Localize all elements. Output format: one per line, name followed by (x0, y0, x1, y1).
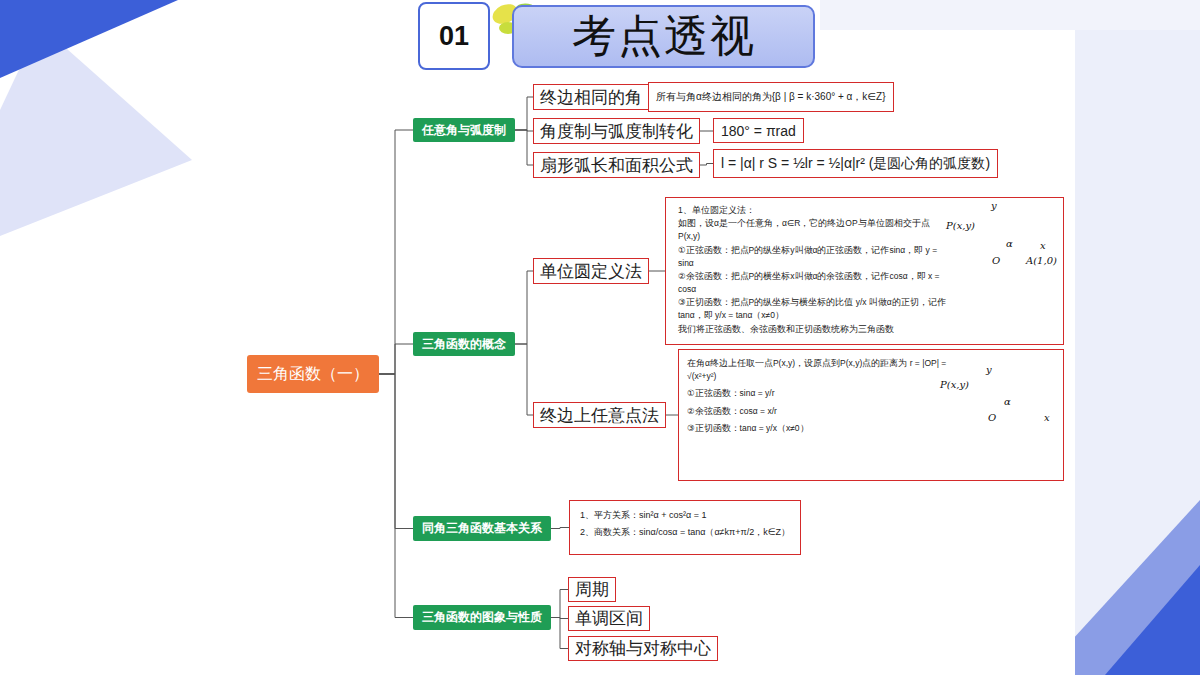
figure-label: x (1040, 241, 1046, 251)
figure-label: α (1004, 397, 1011, 407)
node-text: 扇形弧长和面积公式 (540, 154, 693, 177)
node-text: ①正弦函数：sinα = y/r (687, 387, 959, 400)
node-text: 所有与角α终边相同的角为{β | β = k·360° + α，k∈Z} (656, 90, 886, 104)
tree-connector (379, 130, 413, 374)
branch-box: 三角函数的概念 (413, 332, 515, 356)
branch-box: 同角三角函数基本关系 (413, 516, 551, 541)
connector-line (379, 130, 413, 374)
branch-box: 三角函数的图象与性质 (413, 605, 551, 630)
deco-triangle (1105, 565, 1200, 675)
node-text: 角度制与弧度制转化 (540, 120, 693, 143)
formula-box: 1、平方关系：sin²α + cos²α = 12、商数关系：sinα/cosα… (569, 500, 801, 555)
node-text: 01 (439, 21, 469, 52)
tree-connector (551, 528, 569, 529)
node-text: 终边上任意点法 (540, 404, 659, 427)
connector-line (551, 528, 569, 529)
connector-line (666, 415, 678, 416)
connector-line (649, 271, 665, 272)
connector-line (379, 374, 413, 618)
definition-box: 在角α终边上任取一点P(x,y)，设原点到P(x,y)点的距离为 r = |OP… (678, 349, 1064, 481)
connector-line (515, 271, 533, 344)
topic-box: 周期 (568, 577, 616, 602)
detail-box: 180° = πrad (713, 118, 804, 143)
tree-connector (379, 374, 413, 529)
node-text: 单调区间 (575, 607, 643, 630)
node-text: 180° = πrad (721, 123, 796, 139)
connector-line (515, 97, 533, 130)
node-text: ③正切函数：把点P的纵坐标与横坐标的比值 y/x 叫做α的正切，记作tanα，即… (678, 296, 950, 322)
node-text: 同角三角函数基本关系 (422, 520, 542, 537)
node-text: 对称轴与对称中心 (575, 637, 711, 660)
connector-line (515, 130, 533, 165)
detail-box: 所有与角α终边相同的角为{β | β = k·360° + α，k∈Z} (648, 82, 894, 112)
connector-line (551, 618, 568, 649)
node-text: 1、单位圆定义法： (678, 204, 950, 217)
node-text: 在角α终边上任取一点P(x,y)，设原点到P(x,y)点的距离为 r = |OP… (687, 357, 959, 383)
node-text: ②余弦函数：cosα = x/r (687, 405, 959, 418)
node-text: ③正切函数：tanα = y/x（x≠0） (687, 422, 959, 435)
node-text: ①正弦函数：把点P的纵坐标y叫做α的正弦函数，记作sinα，即 y = sinα (678, 244, 950, 270)
topic-box: 终边上任意点法 (533, 402, 666, 428)
tree-connector (515, 97, 533, 130)
tree-connector (700, 131, 713, 132)
connector-line (700, 131, 713, 132)
deco-band (820, 0, 1200, 30)
figure-label: α (1006, 239, 1013, 249)
definition-box: 1、单位圆定义法：如图，设α是一个任意角，α∈R，它的终边OP与单位圆相交于点P… (665, 197, 1064, 345)
figure-label: y (986, 365, 992, 375)
figure-label: y (991, 201, 997, 211)
topic-box: 单调区间 (568, 606, 650, 631)
node-text: 周期 (575, 578, 609, 601)
tree-connector (379, 374, 413, 618)
topic-box: 单位圆定义法 (533, 258, 649, 284)
node-text: 考点透视 (572, 7, 756, 66)
topic-box: 角度制与弧度制转化 (533, 118, 700, 144)
figure-label: O (988, 413, 996, 423)
deco-triangle (0, 0, 178, 78)
content-panel (395, 75, 1075, 675)
topic-box: 对称轴与对称中心 (568, 636, 718, 661)
title-bar: 考点透视 (512, 5, 815, 68)
number-badge: 01 (418, 2, 490, 70)
tree-connector (515, 344, 533, 415)
node-text: 如图，设α是一个任意角，α∈R，它的终边OP与单位圆相交于点P(x,y) (678, 217, 950, 243)
topic-box: 终边相同的角 (533, 84, 649, 110)
tree-connector (649, 271, 665, 272)
branch-box: 任意角与弧度制 (413, 118, 515, 142)
node-text: 终边相同的角 (540, 86, 642, 109)
node-text: l = |α| r S = ½lr = ½|α|r² (是圆心角的弧度数) (721, 155, 990, 173)
node-text: 任意角与弧度制 (422, 122, 506, 139)
figure-label: P(x,y) (940, 380, 969, 390)
figure-label: O (992, 256, 1000, 266)
tree-connector (551, 618, 568, 649)
node-text: 单位圆定义法 (540, 260, 642, 283)
tree-connector (551, 590, 568, 618)
connector-line (379, 344, 413, 374)
tree-connector (666, 415, 678, 416)
figure-label: A(1,0) (1026, 256, 1057, 266)
node-text: 三角函数的概念 (422, 336, 506, 353)
connector-line (379, 374, 413, 529)
tree-connector (515, 271, 533, 344)
root-box: 三角函数（一） (247, 355, 379, 393)
node-text: ②余弦函数：把点P的横坐标x叫做α的余弦函数，记作cosα，即 x = cosα (678, 270, 950, 296)
connector-line (700, 164, 713, 166)
figure-label: x (1044, 413, 1050, 423)
tree-connector (515, 130, 533, 165)
connector-line (551, 590, 568, 618)
detail-box: l = |α| r S = ½lr = ½|α|r² (是圆心角的弧度数) (713, 149, 998, 178)
figure-label: P(x,y) (946, 221, 975, 231)
tree-connector (700, 164, 713, 166)
node-text: 我们将正弦函数、余弦函数和正切函数统称为三角函数 (678, 323, 950, 336)
node-text: 三角函数（一） (257, 364, 369, 385)
topic-box: 扇形弧长和面积公式 (533, 152, 700, 178)
connector-line (515, 344, 533, 415)
node-text: 1、平方关系：sin²α + cos²α = 1 (580, 507, 790, 524)
tree-connector (379, 344, 413, 374)
node-text: 2、商数关系：sinα/cosα = tanα（α≠kπ+π/2，k∈Z） (580, 524, 790, 541)
node-text: 三角函数的图象与性质 (422, 609, 542, 626)
